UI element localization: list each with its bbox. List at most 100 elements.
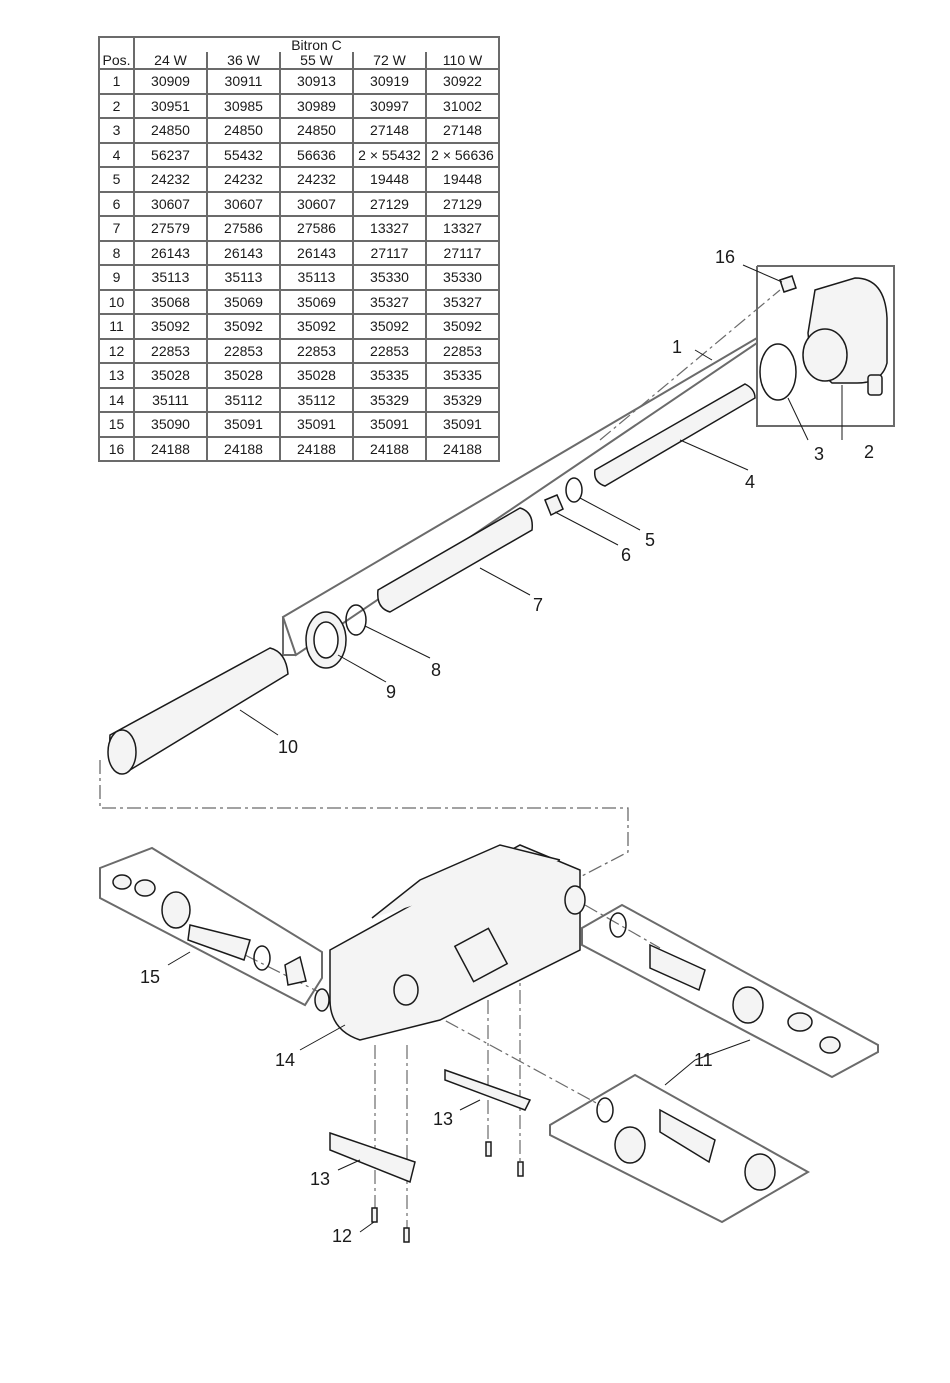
- pos-cell: 5: [98, 166, 135, 193]
- ring-kit-11b: [596, 1097, 614, 1123]
- part-number-cell: 30607: [133, 190, 208, 217]
- part-number-cell: 27117: [352, 239, 427, 266]
- part-number-cell: 30607: [279, 190, 354, 217]
- part-number-cell: 30997: [352, 92, 427, 119]
- part-number-cell: 24188: [206, 435, 281, 462]
- part-number-cell: 30919: [352, 68, 427, 95]
- callout-10: 10: [278, 737, 298, 757]
- part-number-cell: 56636: [279, 141, 354, 168]
- callout-4: 4: [745, 472, 755, 492]
- part-number-cell: 35069: [206, 288, 281, 315]
- inlet-fitting: [564, 885, 586, 915]
- hose-tail-kit-15: [187, 924, 251, 961]
- callout-15: 15: [140, 967, 160, 987]
- part-number-cell: 24232: [206, 166, 281, 193]
- endcap-frame: [756, 265, 895, 427]
- axis-line: [379, 984, 601, 1106]
- part-number-cell: 35091: [352, 411, 427, 438]
- callout-13b: 13: [310, 1169, 330, 1189]
- kit-frame-15: [99, 846, 323, 1007]
- column-header: 55 W: [279, 52, 354, 70]
- callout-11: 11: [694, 1050, 713, 1070]
- parts-table: Bitron C Pos. 24 W 36 W 55 W 72 W 110 W …: [98, 36, 500, 462]
- part-number-cell: 35113: [206, 264, 281, 291]
- ring-part-8: [345, 604, 367, 636]
- pos-cell: 9: [98, 264, 135, 291]
- bracket-part-13b: [329, 1131, 416, 1184]
- callout-16: 16: [715, 247, 735, 267]
- callout-8: 8: [431, 660, 441, 680]
- kit-frame-11: [581, 903, 879, 1079]
- part-number-cell: 35330: [425, 264, 500, 291]
- part-number-cell: 30989: [279, 92, 354, 119]
- part-number-cell: 55432: [206, 141, 281, 168]
- part-number-cell: 24232: [279, 166, 354, 193]
- callout-1: 1: [672, 337, 682, 357]
- part-number-cell: 22853: [352, 337, 427, 364]
- part-number-cell: 24188: [352, 435, 427, 462]
- part-number-cell: 35092: [352, 313, 427, 340]
- part-number-cell: 35091: [279, 411, 354, 438]
- part-number-cell: 27129: [425, 190, 500, 217]
- part-number-cell: 35329: [425, 386, 500, 413]
- part-number-cell: 27148: [425, 117, 500, 144]
- callout-7: 7: [533, 595, 543, 615]
- part-number-cell: 2 × 56636: [425, 141, 500, 168]
- housing-part-14: [329, 844, 581, 1041]
- model-group-header: Bitron C: [133, 36, 500, 52]
- part-number-cell: 27148: [352, 117, 427, 144]
- ring-part-5: [565, 477, 583, 503]
- pos-cell: 2: [98, 92, 135, 119]
- clamp-kit-15: [112, 874, 132, 890]
- part-number-cell: 31002: [425, 92, 500, 119]
- callout-5: 5: [645, 530, 655, 550]
- column-header: 72 W: [352, 52, 427, 70]
- part-number-cell: 27579: [133, 215, 208, 242]
- part-number-cell: 24850: [133, 117, 208, 144]
- callout-2: 2: [864, 442, 874, 462]
- connection-line: [99, 760, 629, 891]
- part-number-cell: 24188: [279, 435, 354, 462]
- screw-part-12a: [371, 1207, 378, 1223]
- pos-cell: 7: [98, 215, 135, 242]
- pos-cell: 8: [98, 239, 135, 266]
- bracket-part-13a: [444, 1068, 532, 1111]
- housing-window: [453, 927, 509, 983]
- part-number-cell: 35113: [279, 264, 354, 291]
- part-number-cell: 35068: [133, 288, 208, 315]
- outlet-fitting: [393, 974, 419, 1006]
- ring-kit-11: [609, 912, 627, 938]
- part-number-cell: 35092: [279, 313, 354, 340]
- assembly-frame-1-edge: [282, 617, 296, 656]
- part-number-cell: 56237: [133, 141, 208, 168]
- callout-3: 3: [814, 444, 824, 464]
- column-header: 24 W: [133, 52, 208, 70]
- axis-line: [599, 289, 781, 441]
- pos-cell: 4: [98, 141, 135, 168]
- oring-part-3: [759, 343, 797, 401]
- part-number-cell: 22853: [133, 337, 208, 364]
- callout-14: 14: [275, 1050, 295, 1070]
- hose-tail-kit-11: [649, 943, 706, 992]
- callout-6: 6: [621, 545, 631, 565]
- part-number-cell: 13327: [425, 215, 500, 242]
- pos-header-top: [98, 36, 135, 52]
- part-number-cell: 30909: [133, 68, 208, 95]
- side-fitting: [314, 988, 330, 1012]
- pos-cell: 1: [98, 68, 135, 95]
- pos-header: Pos.: [98, 52, 135, 70]
- clip-part-16: [779, 275, 797, 293]
- axis-line: [244, 954, 326, 996]
- part-number-cell: 19448: [352, 166, 427, 193]
- uv-lamp-part-7: [377, 507, 533, 613]
- part-number-cell: 24850: [206, 117, 281, 144]
- callout-9: 9: [386, 682, 396, 702]
- part-number-cell: 22853: [206, 337, 281, 364]
- part-number-cell: 2 × 55432: [352, 141, 427, 168]
